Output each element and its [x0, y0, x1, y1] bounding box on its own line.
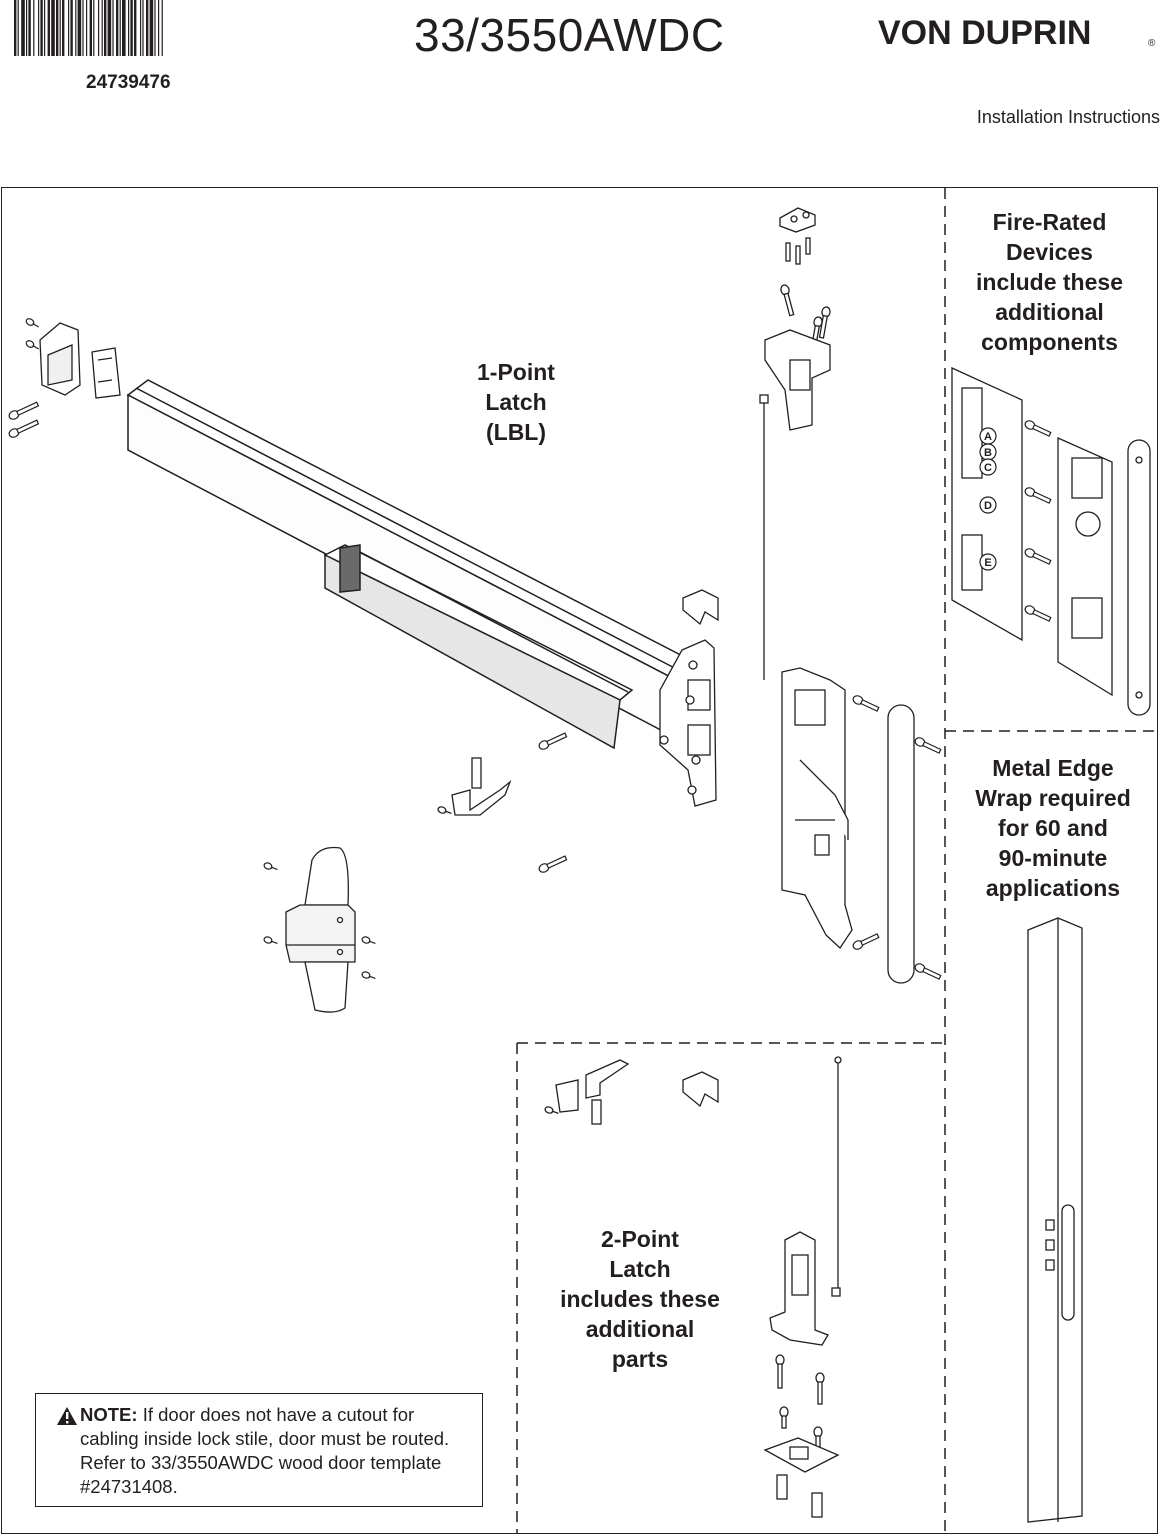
barcode-bar	[28, 0, 31, 56]
barcode-bar	[122, 0, 126, 56]
mechanism-case	[659, 639, 717, 807]
barcode-bar	[38, 0, 40, 56]
barcode-bar	[40, 0, 43, 56]
note-text: If door does not have a cutout for cabli…	[80, 1404, 450, 1497]
barcode-bar	[149, 0, 154, 56]
barcode-bar	[128, 0, 130, 56]
barcode-bar	[142, 0, 144, 56]
note-label: NOTE:	[80, 1404, 138, 1425]
barcode-bar	[161, 0, 163, 56]
barcode-number: 24739476	[86, 72, 171, 93]
barcode-bar	[112, 0, 114, 56]
two-point-latch-label: 2-Point Latch includes these additional …	[560, 1226, 720, 1372]
barcode-bar	[21, 0, 25, 56]
strike-letter: E	[984, 557, 991, 569]
barcode-bar	[86, 0, 88, 56]
barcode-bar	[146, 0, 149, 56]
barcode-bar	[44, 0, 46, 56]
barcode-bar	[98, 0, 100, 56]
dashed-dividers	[516, 188, 1158, 1534]
barcode-bar	[89, 0, 92, 56]
metal-edge-wrap-label: Metal Edge Wrap required for 60 and 90-m…	[975, 755, 1131, 901]
barcode-bar	[33, 0, 35, 56]
barcode-bar	[158, 0, 160, 56]
barcode-bar	[154, 0, 156, 56]
fire-rated-label: Fire-Rated Devices include these additio…	[976, 209, 1123, 355]
strike-letter: A	[984, 431, 992, 443]
strike-letter: D	[984, 500, 992, 512]
note-box: NOTE: If door does not have a cutout for…	[35, 1393, 483, 1507]
barcode-bar	[59, 0, 61, 56]
end-cap	[39, 322, 121, 399]
strike-letter: B	[984, 447, 992, 459]
strike-letter-circle	[979, 553, 997, 571]
brand-logo: VON DUPRIN	[878, 14, 1092, 52]
barcode-bar	[51, 0, 55, 56]
barcode-bar	[68, 0, 70, 56]
barcode-bar	[77, 0, 82, 56]
metal-edge-wrap	[1027, 917, 1083, 1523]
model-number: 33/3550AWDC	[414, 9, 725, 61]
top-latch	[759, 207, 831, 680]
one-point-latch-label: 1-Point Latch (LBL)	[477, 359, 555, 445]
barcode-bar	[116, 0, 119, 56]
center-case	[781, 667, 915, 984]
push-bar	[126, 379, 702, 750]
clips	[437, 589, 719, 1125]
warning-icon	[57, 1407, 77, 1425]
barcode-bar	[56, 0, 59, 56]
screws	[8, 318, 1052, 980]
barcode-bar	[104, 0, 107, 56]
barcode-bar	[82, 0, 84, 56]
strike-letter-circle	[979, 458, 997, 476]
barcode-bar	[130, 0, 133, 56]
barcode-bar	[62, 0, 65, 56]
fire-rated-strikes	[951, 366, 1151, 716]
barcode-bar	[75, 0, 77, 56]
barcode-bar	[140, 0, 142, 56]
two-point-latch	[763, 1056, 842, 1518]
barcode-bar	[93, 0, 95, 56]
strike-letter-circles: ABC D E	[979, 427, 997, 571]
registered-mark: ®	[1148, 38, 1156, 49]
outside-trim	[285, 846, 356, 1013]
diagram-frame	[1, 187, 1158, 1534]
barcode-bar	[119, 0, 121, 56]
barcode-bar	[101, 0, 103, 56]
barcode-bar	[107, 0, 112, 56]
strike-letter: C	[984, 462, 992, 474]
barcode-bar	[134, 0, 137, 56]
strike-letter-circle	[979, 496, 997, 514]
barcode	[14, 0, 163, 56]
barcode-bar	[70, 0, 73, 56]
document-type: Installation Instructions	[976, 107, 1160, 127]
barcode-bar	[26, 0, 28, 56]
barcode-bar	[47, 0, 50, 56]
barcode-bar	[14, 0, 17, 56]
barcode-bar	[17, 0, 19, 56]
